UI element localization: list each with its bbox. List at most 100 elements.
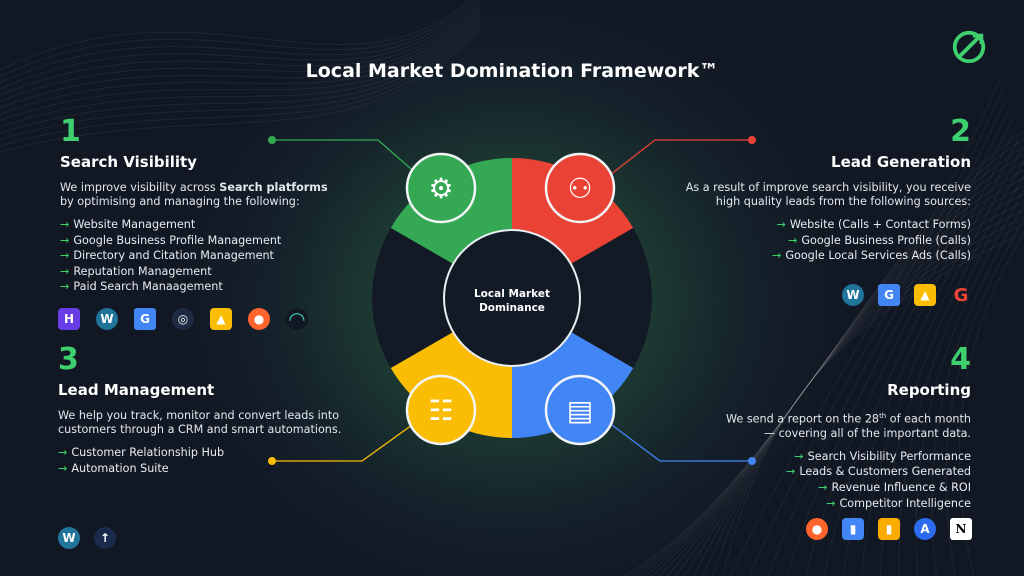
section-heading: Search Visibility <box>60 153 197 171</box>
sector-blank <box>512 228 652 368</box>
arrow-icon: → <box>60 233 70 247</box>
desc-text: by optimising and managing the following… <box>60 195 300 208</box>
arrow-icon: → <box>771 249 782 263</box>
list-item: →Search Visibility Performance <box>651 449 971 465</box>
center-label: Local Market Dominance <box>452 287 572 315</box>
google-ads-icon: ▲ <box>914 284 936 306</box>
list-item-text: Leads & Customers Generated <box>799 465 971 479</box>
wordpress-icon: W <box>842 284 864 306</box>
list-item: →Revenue Influence & ROI <box>651 480 971 496</box>
list-item-text: Directory and Citation Management <box>73 249 274 263</box>
connector-line <box>272 139 419 176</box>
arrow-icon: → <box>60 264 70 278</box>
section-number: 4 <box>950 342 971 377</box>
svg-text:⚙: ⚙ <box>428 172 453 205</box>
hostinger-icon: H <box>58 308 80 330</box>
svg-text:☷: ☷ <box>428 394 453 427</box>
google-analytics-icon: ▮ <box>878 518 900 540</box>
list-item: →Directory and Citation Management <box>60 248 380 264</box>
connector-dot <box>748 136 756 144</box>
network-users-icon: ⚇ <box>544 152 616 224</box>
list-item: →Automation Suite <box>58 461 378 477</box>
svg-text:⚇: ⚇ <box>567 172 592 205</box>
section-description: We send a report on the 28th of each mon… <box>651 409 971 441</box>
list-item: →Customer Relationship Hub <box>58 445 378 461</box>
section-heading: Reporting <box>887 381 971 399</box>
desc-text: customers through a CRM and smart automa… <box>58 423 342 436</box>
arrow-icon: → <box>776 218 786 231</box>
list-item-text: Competitor Intelligence <box>839 496 971 510</box>
desc-sup: th <box>879 412 887 420</box>
arrow-icon: → <box>787 233 798 247</box>
brand-logo-icon <box>952 30 986 64</box>
agency-analytics-icon: A <box>914 518 936 540</box>
desc-text: As a result of improve search visibility… <box>685 181 971 194</box>
arrow-icon: → <box>58 461 68 475</box>
list-item: →Website Management <box>60 217 380 233</box>
list-item: →Google Business Profile Management <box>60 233 380 249</box>
list-item: →Paid Search Manaagement <box>60 279 380 295</box>
report-chart-icon: ▤ <box>544 374 616 446</box>
list-item-text: Search Visibility Performance <box>807 449 971 463</box>
connector-line <box>272 424 413 462</box>
list-item-text: Google Business Profile (Calls) <box>801 233 971 247</box>
connector-dot <box>268 457 276 465</box>
desc-text: — covering all of the important data. <box>763 426 971 440</box>
list-item-text: Google Local Services Ads (Calls) <box>785 249 971 263</box>
desc-text: high quality leads from the following so… <box>715 195 971 208</box>
section-list: →Search Visibility Performance→Leads & C… <box>651 449 971 511</box>
section-description: We help you track, monitor and convert l… <box>58 409 378 437</box>
list-item-text: Reputation Management <box>73 264 212 278</box>
section-heading: Lead Management <box>58 381 215 399</box>
section-search-visibility: 1 Search Visibility We improve visibilit… <box>60 117 380 295</box>
section-lead-generation: 2 Lead Generation As a result of improve… <box>651 117 971 264</box>
desc-text: of each month <box>886 412 971 426</box>
list-item-text: Google Business Profile Management <box>73 233 282 247</box>
arrow-icon: → <box>786 465 796 479</box>
desc-text: We help you track, monitor and convert l… <box>58 409 340 422</box>
section-number: 1 <box>60 114 81 149</box>
arrow-icon: → <box>794 449 804 463</box>
semrush-icon: ● <box>806 518 828 540</box>
connector-line <box>611 424 752 462</box>
list-item-text: Customer Relationship Hub <box>71 446 225 459</box>
brightlocal-icon: ◎ <box>172 308 194 330</box>
arrow-icon: → <box>58 446 68 459</box>
desc-bold: Search platforms <box>219 181 328 194</box>
connector-line <box>609 139 752 176</box>
center-label-line1: Local Market <box>473 288 551 300</box>
section-lead-management: 3 Lead Management We help you track, mon… <box>58 345 378 476</box>
section-number: 2 <box>950 114 971 149</box>
desc-text: We improve visibility across <box>60 181 220 194</box>
list-item-text: Revenue Influence & ROI <box>831 480 971 494</box>
section-number: 3 <box>58 342 79 377</box>
tool-icons-leadmgmt: W↑ <box>58 527 116 549</box>
list-item: →Google Local Services Ads (Calls) <box>651 248 971 264</box>
section-heading: Lead Generation <box>831 153 971 171</box>
wordpress-icon: W <box>96 308 118 330</box>
center-label-line2: Dominance <box>479 302 545 314</box>
section-reporting: 4 Reporting We send a report on the 28th… <box>651 345 971 511</box>
list-item: →Google Business Profile (Calls) <box>651 233 971 249</box>
section-description: We improve visibility across Search plat… <box>60 181 380 209</box>
connector-dot <box>268 136 276 144</box>
arrow-icon: → <box>60 280 70 294</box>
google-business-profile-icon: G <box>878 284 900 306</box>
center-circle <box>443 229 581 367</box>
arrow-icon: → <box>60 249 70 263</box>
notion-icon: N <box>950 518 972 540</box>
section-list: →Customer Relationship Hub→Automation Su… <box>58 445 378 476</box>
list-item-text: Website (Calls + Contact Forms) <box>789 218 971 231</box>
svg-text:▤: ▤ <box>567 394 593 427</box>
crm-automation-icon: ☷ <box>405 374 477 446</box>
list-item-text: Automation Suite <box>71 461 169 475</box>
speed-gauge-icon: ◠ <box>286 307 308 331</box>
gear-search-icon: ⚙ <box>405 152 477 224</box>
google-ads-icon: ▲ <box>210 308 232 330</box>
section-list: →Website (Calls + Contact Forms)→Google … <box>651 217 971 264</box>
